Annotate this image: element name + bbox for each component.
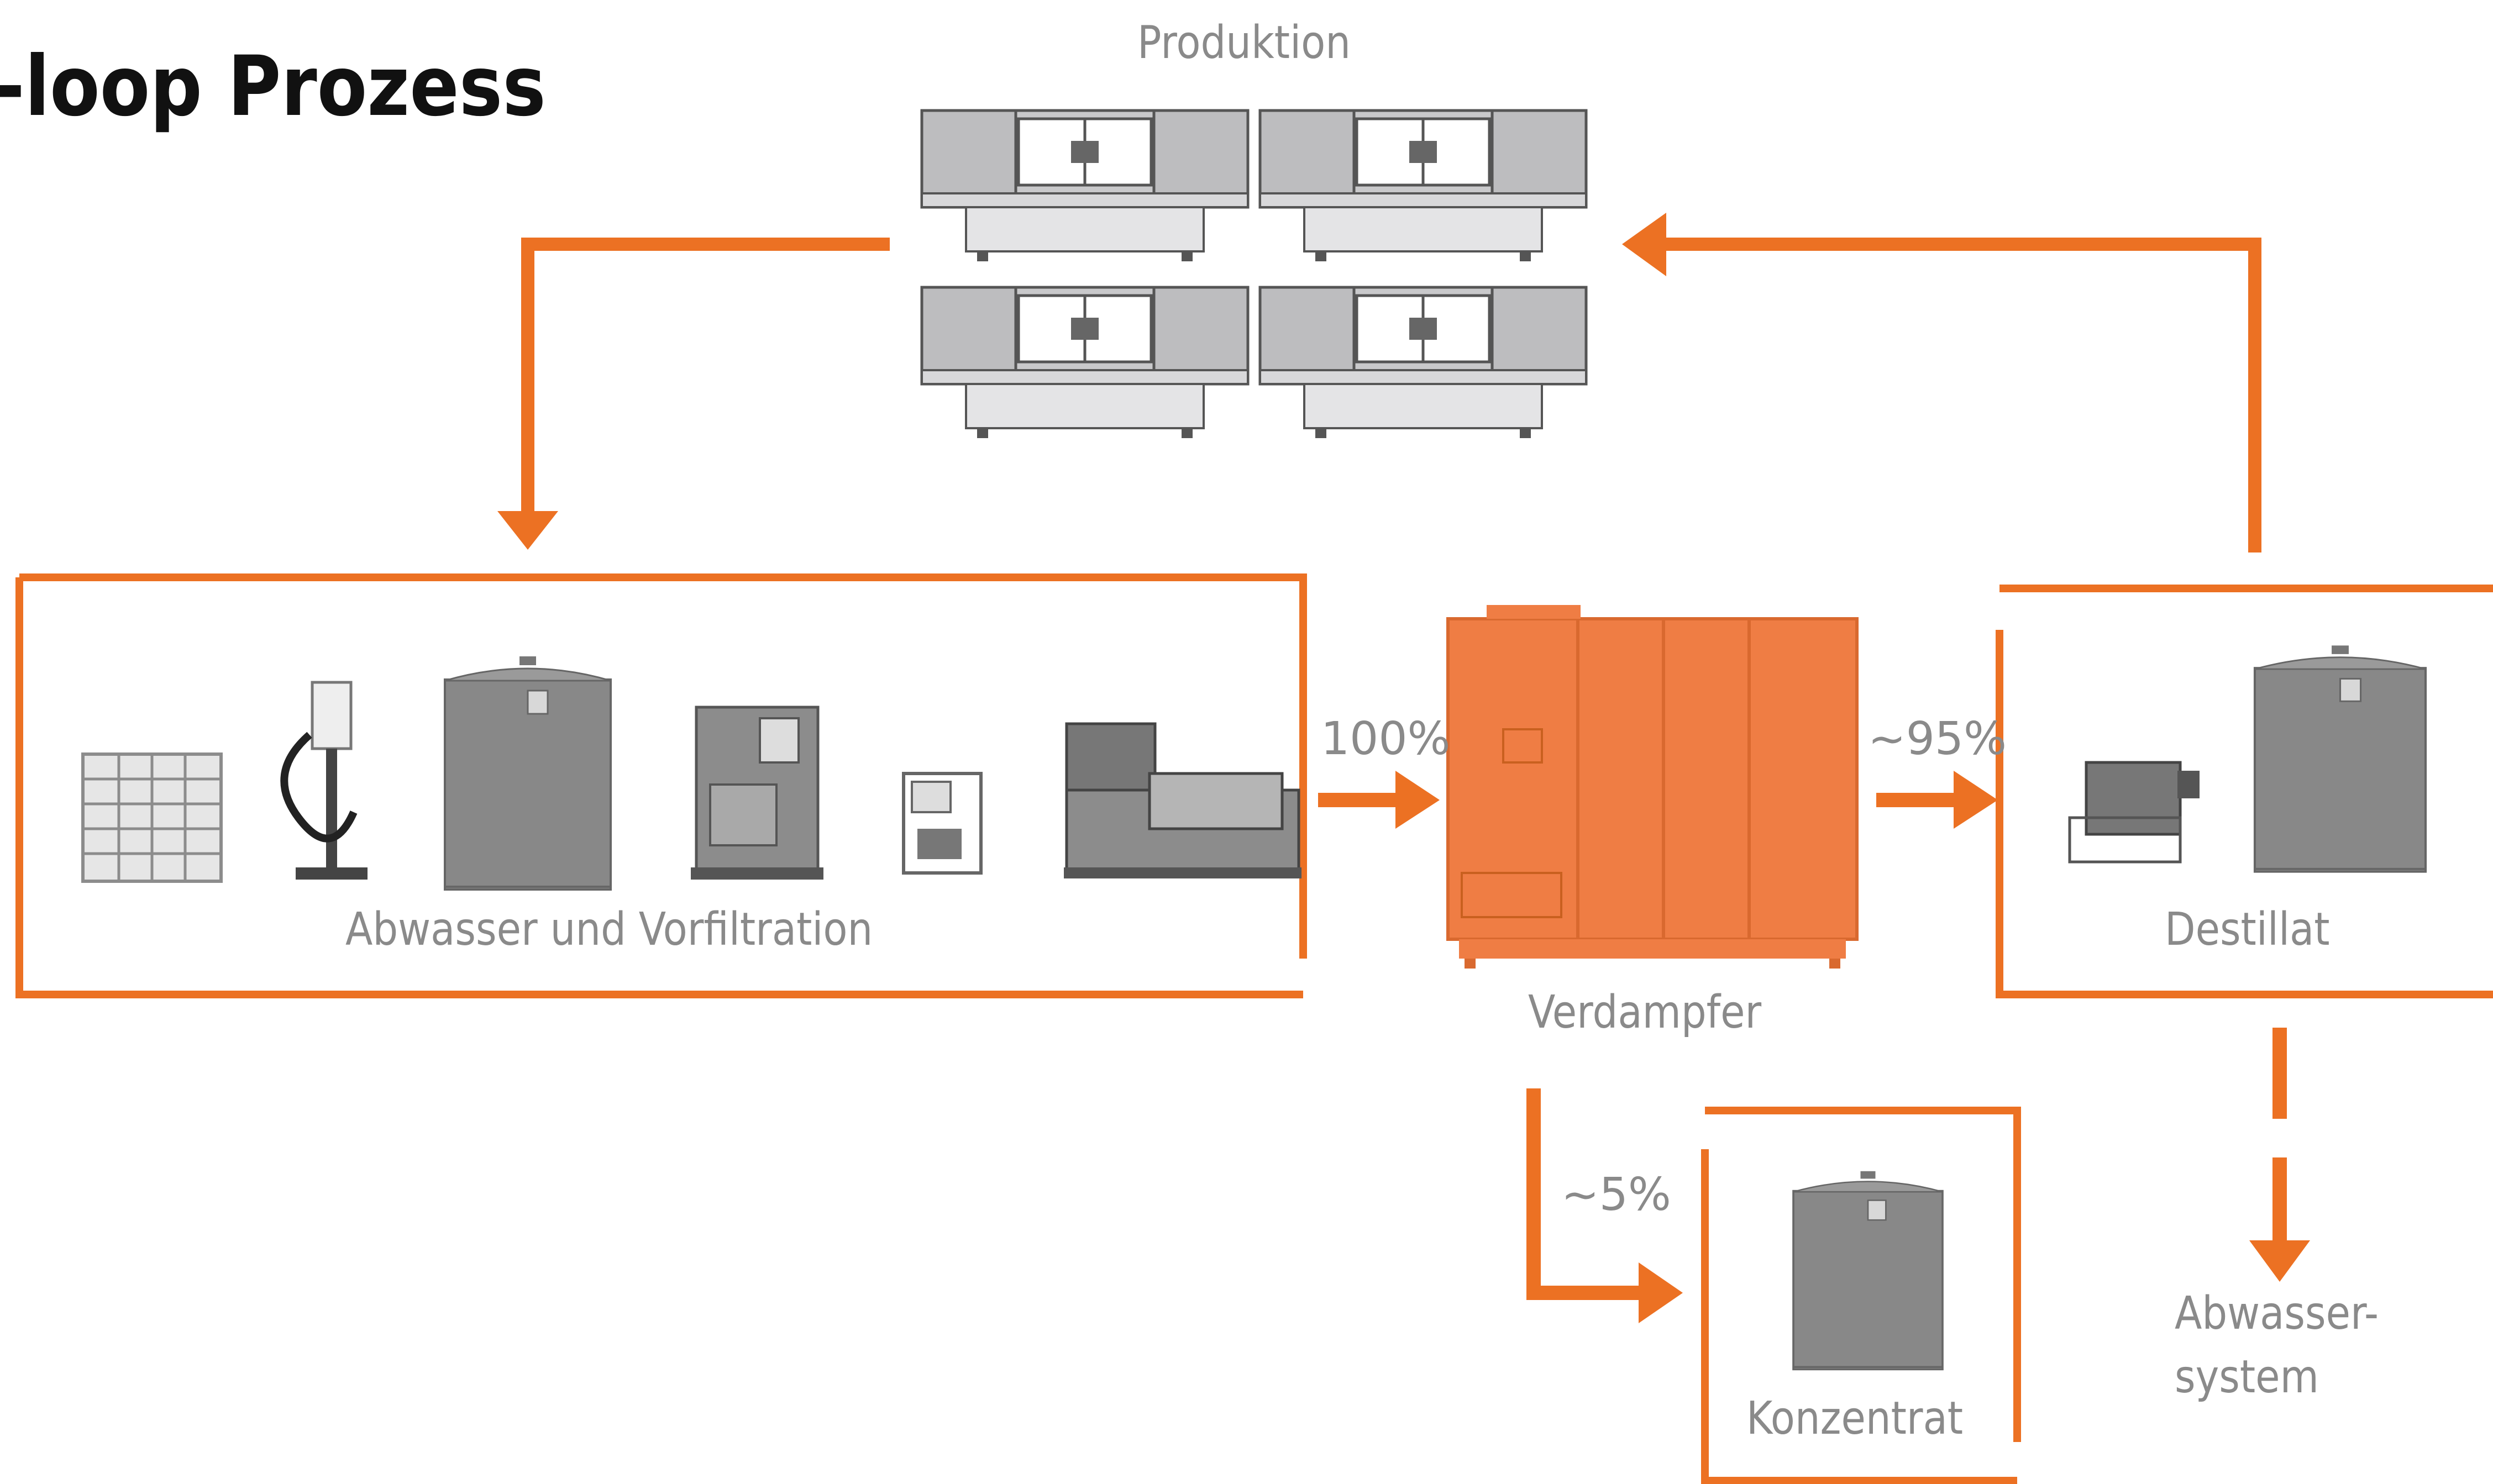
abwasser-vorfiltration-label: Abwasser und Vorfiltration [345,903,873,956]
destillat-box [1996,585,2493,998]
production-machine-1 [922,110,1248,261]
filtration-unit-icon [691,706,823,880]
ibc-container-icon [81,752,223,883]
abwasser-vorfiltration-box [15,573,1307,998]
konzentrat-label: Konzentrat [1746,1392,1964,1445]
arrow-produktion-to-abwasser [497,238,890,550]
destillat-label: Destillat [2165,903,2330,956]
separator-unit-icon [1064,722,1301,878]
storage-tank-icon [444,655,612,891]
verdampfer-icon [1446,605,1859,969]
produktion-label: Produktion [1137,17,1351,69]
abwassersystem-label-line2: system [2175,1351,2319,1403]
abwassersystem-label-line1: Abwasser- [2175,1287,2379,1340]
konzentrat-box [1701,1107,2021,1484]
small-pump-unit-icon [902,772,983,875]
production-machine-3 [922,287,1248,438]
verdampfer-label: Verdampfer [1528,986,1762,1039]
distillate-tank-icon [2255,645,2426,871]
distillate-pump-unit-icon [2068,761,2200,864]
dosing-pump-station-icon [280,681,368,880]
flow-label-95: ~95% [1868,713,2007,765]
arrow-verdampfer-to-konzentrat [1526,1088,1683,1323]
arrow-abwasser-to-verdampfer [1318,771,1440,829]
production-machine-2 [1260,110,1586,261]
flow-label-5: ~5% [1561,1169,1671,1221]
page-title: -loop Prozess [0,39,546,135]
arrow-destillat-to-abwassersystem [2249,1028,2310,1282]
production-machine-4 [1260,287,1586,438]
flow-label-100: 100% [1321,713,1451,765]
arrow-destillat-to-produktion [1622,213,2261,552]
arrow-verdampfer-to-destillat [1876,771,1998,829]
concentrate-tank-icon [1792,1170,1944,1371]
